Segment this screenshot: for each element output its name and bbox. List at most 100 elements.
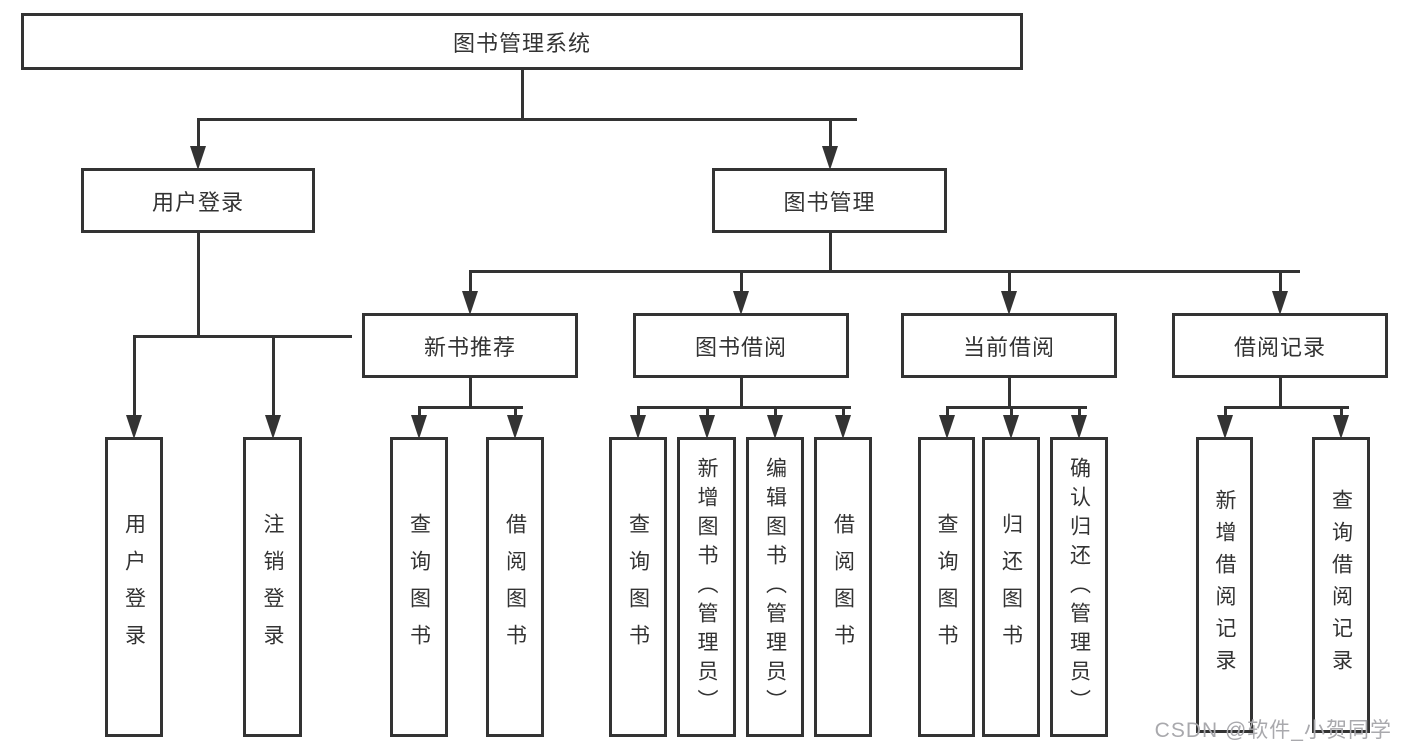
connector-drop-current-borrow [1008, 270, 1029, 273]
node-label-borrow-books-borrow: 借阅图书 [831, 513, 855, 661]
connector-drop-query-books-current [945, 406, 949, 415]
node-return-books: 归还图书 [982, 437, 1040, 737]
node-label-edit-books-admin: 编辑图书（管理员） [763, 456, 787, 718]
node-confirm-return-admin: 确认归还（管理员） [1050, 437, 1108, 737]
node-query-borrow-record: 查询借阅记录 [1312, 437, 1370, 733]
node-user-login: 用户登录 [81, 168, 315, 233]
connector-borrow-records-arrow-icon [1272, 291, 1288, 315]
connector-current-borrow-arrow-icon [1001, 291, 1017, 315]
node-label-system-root: 图书管理系统 [452, 30, 591, 56]
connector-drop-user-login [197, 118, 200, 146]
connector-stem-user-login [197, 233, 200, 338]
node-current-borrow: 当前借阅 [901, 313, 1117, 378]
connector-rail-system-root [197, 118, 832, 121]
connector-add-books-admin-arrow-icon [698, 415, 715, 439]
node-label-confirm-return-admin: 确认归还（管理员） [1067, 456, 1091, 718]
connector-drop-borrow-books-borrow [842, 406, 851, 409]
connector-drop-current-borrow [1008, 270, 1011, 291]
node-label-book-borrow: 图书借阅 [694, 334, 787, 360]
node-user-login-op: 用户登录 [105, 437, 163, 737]
connector-query-books-borrow-arrow-icon [630, 415, 646, 439]
node-label-add-borrow-record: 新增借阅记录 [1213, 489, 1236, 681]
connector-drop-add-borrow-record [1223, 406, 1227, 415]
node-label-current-borrow: 当前借阅 [962, 334, 1055, 360]
connector-drop-borrow-books-borrow [842, 406, 845, 415]
connector-stem-book-management [828, 233, 832, 273]
connector-return-books-arrow-icon [1003, 415, 1019, 439]
connector-user-login-arrow-icon [190, 146, 206, 170]
connector-drop-add-books-admin [705, 406, 715, 409]
connector-drop-borrow-records [1279, 270, 1300, 273]
node-logout-op: 注销登录 [243, 437, 302, 737]
node-book-borrow: 图书借阅 [633, 313, 849, 378]
node-query-books-current: 查询图书 [918, 437, 975, 737]
connector-query-books-recommend-arrow-icon [411, 415, 427, 439]
connector-new-book-recommend-arrow-icon [462, 291, 478, 315]
node-label-query-books-recommend: 查询图书 [407, 513, 431, 661]
node-system-root: 图书管理系统 [21, 13, 1023, 70]
connector-logout-op-arrow-icon [264, 415, 281, 439]
node-label-return-books: 归还图书 [999, 513, 1023, 661]
connector-borrow-books-borrow-arrow-icon [835, 415, 851, 439]
node-borrow-books-recommend: 借阅图书 [486, 437, 544, 737]
node-label-borrow-records: 借阅记录 [1233, 334, 1326, 360]
node-label-user-login-op: 用户登录 [122, 513, 146, 661]
node-add-borrow-record: 新增借阅记录 [1196, 437, 1253, 733]
watermark: CSDN @软件_小贺同学 [1154, 719, 1392, 742]
connector-drop-book-borrow [740, 270, 761, 273]
node-add-books-admin: 新增图书（管理员） [677, 437, 736, 737]
node-label-query-borrow-record: 查询借阅记录 [1329, 489, 1353, 681]
node-borrow-books-borrow: 借阅图书 [814, 437, 872, 737]
node-new-book-recommend: 新书推荐 [362, 313, 578, 378]
node-label-query-books-current: 查询图书 [935, 513, 958, 661]
node-label-query-books-borrow: 查询图书 [626, 513, 650, 661]
connector-book-borrow-arrow-icon [733, 291, 749, 315]
connector-rail-borrow-records [1223, 406, 1343, 409]
connector-drop-book-management [828, 118, 832, 146]
connector-drop-new-book-recommend [469, 270, 490, 273]
connector-rail-book-management [469, 270, 1282, 273]
connector-drop-user-login-op [133, 335, 136, 415]
node-label-borrow-books-recommend: 借阅图书 [503, 513, 527, 661]
connector-drop-edit-books-admin [774, 406, 783, 409]
connector-drop-new-book-recommend [469, 270, 472, 291]
node-label-user-login: 用户登录 [151, 189, 244, 215]
connector-stem-borrow-records [1279, 378, 1282, 409]
connector-stem-system-root [521, 70, 524, 121]
node-label-book-management: 图书管理 [783, 189, 876, 215]
connector-rail-book-borrow [637, 406, 845, 409]
node-label-logout-op: 注销登录 [261, 513, 284, 661]
connector-confirm-return-admin-arrow-icon [1071, 415, 1087, 439]
node-label-new-book-recommend: 新书推荐 [423, 334, 516, 360]
connector-drop-user-login-op [133, 335, 213, 338]
connector-drop-query-books-recommend [418, 406, 427, 409]
connector-stem-current-borrow [1008, 378, 1011, 409]
connector-drop-edit-books-admin [774, 406, 777, 415]
node-query-books-recommend: 查询图书 [390, 437, 448, 737]
connector-drop-query-books-borrow [637, 406, 640, 415]
node-query-books-borrow: 查询图书 [609, 437, 667, 737]
connector-user-login-op-arrow-icon [126, 415, 142, 439]
connector-drop-query-books-borrow [637, 406, 646, 409]
node-label-add-books-admin: 新增图书（管理员） [695, 456, 718, 718]
node-edit-books-admin: 编辑图书（管理员） [746, 437, 804, 737]
connector-query-borrow-record-arrow-icon [1333, 415, 1349, 439]
connector-drop-logout-op [271, 335, 275, 415]
connector-drop-return-books [1010, 406, 1013, 415]
connector-drop-borrow-books-recommend [514, 406, 517, 415]
connector-stem-new-book-recommend [469, 378, 472, 409]
node-borrow-records: 借阅记录 [1172, 313, 1388, 378]
connector-drop-query-books-recommend [418, 406, 421, 415]
connector-drop-add-borrow-record [1223, 406, 1233, 409]
connector-drop-query-borrow-record [1340, 406, 1349, 409]
connector-drop-borrow-books-recommend [514, 406, 523, 409]
connector-drop-return-books [1010, 406, 1019, 409]
connector-drop-borrow-records [1279, 270, 1282, 291]
connector-rail-new-book-recommend [418, 406, 517, 409]
connector-drop-confirm-return-admin [1078, 406, 1081, 415]
connector-query-books-current-arrow-icon [938, 415, 955, 439]
connector-drop-book-management [828, 118, 857, 121]
connector-drop-logout-op [271, 335, 352, 338]
connector-drop-query-borrow-record [1340, 406, 1343, 415]
